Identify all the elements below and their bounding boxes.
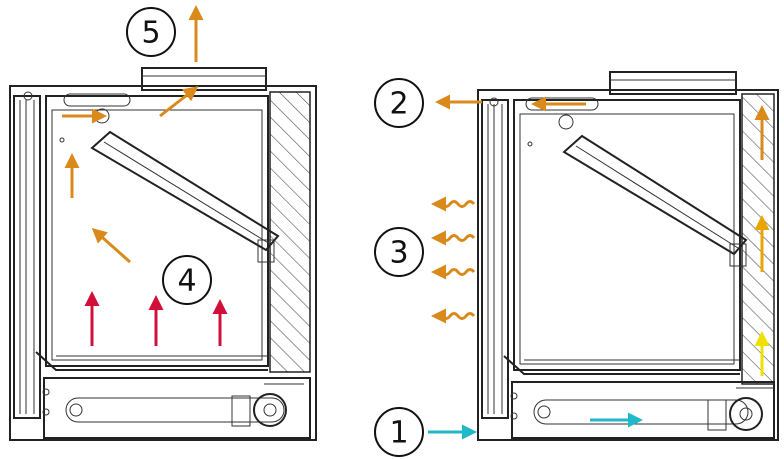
left-inner-chamber bbox=[45, 95, 269, 367]
label-3: 3 bbox=[374, 227, 424, 277]
right-inner-chamber bbox=[513, 99, 741, 371]
label-2-text: 2 bbox=[389, 87, 408, 122]
label-2: 2 bbox=[374, 78, 424, 128]
label-4-text: 4 bbox=[177, 264, 196, 299]
left-arrows bbox=[62, 5, 228, 346]
right-hatched-wall bbox=[741, 93, 775, 385]
left-hatched-wall bbox=[269, 91, 311, 373]
label-1-text: 1 bbox=[389, 416, 408, 451]
right-fan-box bbox=[511, 381, 775, 439]
arrow-diag-upleft bbox=[91, 228, 131, 264]
left-unit bbox=[9, 67, 317, 441]
label-4: 4 bbox=[162, 255, 212, 305]
left-fan-box bbox=[43, 377, 311, 439]
right-arrows bbox=[428, 94, 770, 440]
label-5: 5 bbox=[126, 7, 176, 57]
right-housing bbox=[477, 89, 779, 441]
heat-waves bbox=[431, 196, 476, 324]
label-1: 1 bbox=[374, 407, 424, 457]
left-top-duct bbox=[141, 67, 267, 91]
left-diagonal-baffle bbox=[90, 130, 280, 252]
left-housing bbox=[9, 85, 317, 441]
right-top-duct bbox=[609, 71, 737, 95]
label-5-text: 5 bbox=[141, 16, 160, 51]
label-3-text: 3 bbox=[389, 236, 408, 271]
right-diagonal-baffle bbox=[562, 134, 748, 256]
arrow-duct-diag bbox=[159, 86, 199, 118]
right-unit bbox=[477, 71, 779, 441]
